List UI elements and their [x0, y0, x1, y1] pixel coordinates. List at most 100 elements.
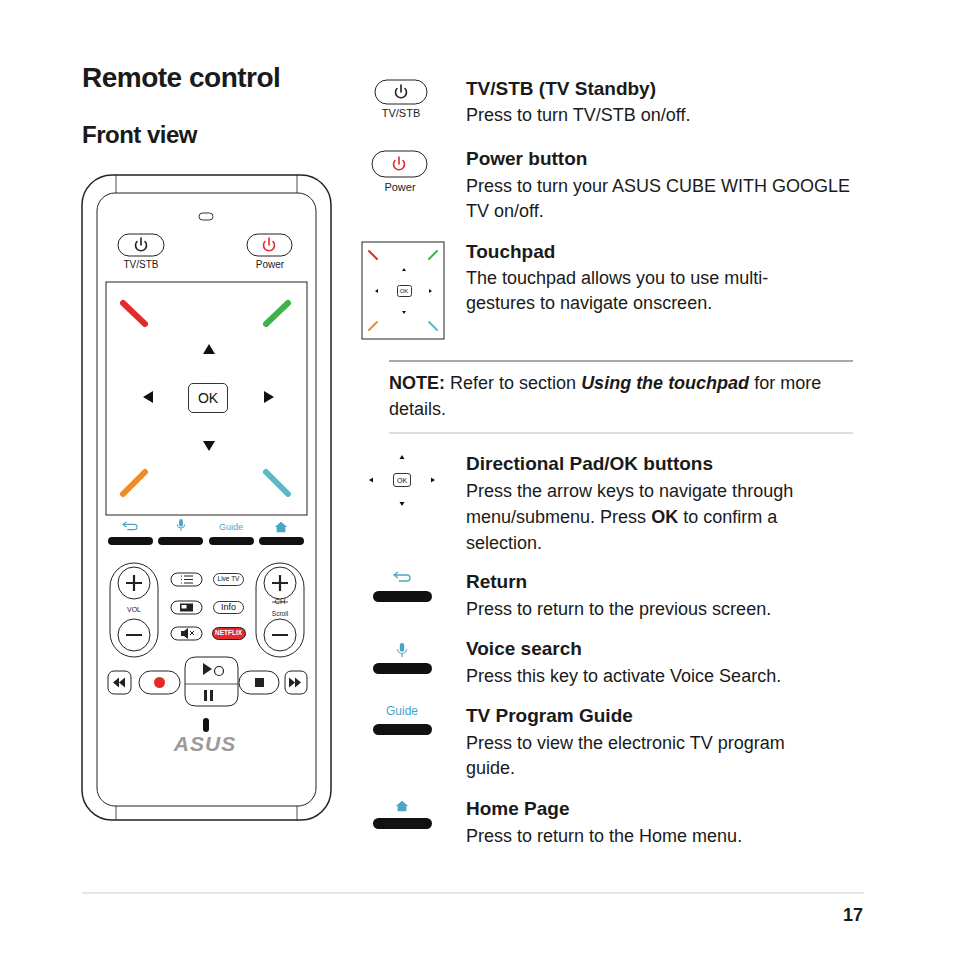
rules [82, 361, 864, 893]
legend-icons-part [375, 268, 432, 314]
label-box: TV Program Guide [466, 703, 633, 728]
label-box: Home Page [466, 796, 569, 821]
touchpad-part-part [266, 303, 288, 324]
legend-icons-part [373, 818, 432, 829]
label-box: Touchpad [466, 239, 555, 264]
rules-part [82, 893, 864, 894]
label-text: Press to turn TV/STB on/off. [466, 105, 690, 125]
nav-bars-part [275, 522, 287, 533]
nav-bars [108, 519, 304, 545]
remote-body [82, 175, 331, 820]
label-box: CH [275, 595, 286, 606]
legend-icons-part [369, 251, 437, 330]
section-heading: TV Program Guide [466, 705, 633, 726]
label-box: Press to view the electronic TV program … [466, 731, 836, 781]
label-text: Scroll [272, 610, 288, 617]
section-heading: Home Page [466, 798, 569, 819]
rules-part [389, 361, 853, 362]
playback-buttons [108, 657, 307, 732]
label-box: Press to return to the Home menu. [466, 824, 856, 849]
middle-buttons-part [190, 631, 194, 635]
nav-bars-part [177, 519, 185, 531]
top-buttons-part [136, 238, 147, 251]
label-box: TV/STB [382, 107, 421, 119]
playback-buttons-part [203, 718, 209, 732]
label-box: Press this key to activate Voice Search. [466, 664, 856, 689]
label-box: Return [466, 569, 527, 594]
touchpad-part [106, 282, 307, 515]
label-box: Directional Pad/OK buttons [466, 451, 713, 476]
label-text: CH [275, 597, 286, 606]
legend-icons-part [373, 591, 432, 602]
section-heading: Voice search [466, 638, 582, 659]
label-box: Press to turn TV/STB on/off. [466, 103, 856, 128]
touchpad-part-part [123, 303, 145, 324]
legend-icons-part-part [369, 322, 377, 330]
label-text: TV/STB [123, 259, 158, 270]
label-box: Voice search [466, 636, 582, 661]
rules-part [389, 433, 853, 434]
legend-icons-part [396, 801, 408, 812]
label-box: Press to turn your ASUS CUBE WITH GOOGLE… [466, 174, 856, 224]
label-box: Guide [219, 521, 243, 532]
rockers [110, 563, 304, 657]
legend-icons-part [372, 151, 427, 177]
touchpad-part-part [123, 472, 145, 494]
section-heading: Power button [466, 148, 587, 169]
section-heading: Directional Pad/OK buttons [466, 453, 713, 474]
middle-buttons-part [171, 573, 202, 586]
middle-buttons-part [171, 601, 202, 614]
section-heading: Touchpad [466, 241, 555, 262]
remote-key: OK [397, 285, 412, 297]
legend-icons-part [398, 643, 407, 657]
nav-bars-part [259, 537, 304, 545]
middle-buttons-part [181, 628, 188, 639]
legend-icons-part [362, 242, 444, 339]
playback-buttons-part [185, 657, 238, 706]
touchpad [106, 282, 307, 515]
touchpad-part [143, 344, 274, 451]
playback-buttons-part [239, 671, 279, 694]
label-box: Power [256, 259, 284, 270]
text-paragraph: Press the arrow keys to navigate through… [466, 478, 838, 556]
key-label: Live TV [218, 576, 240, 583]
label-text: ASUS [174, 732, 236, 755]
top-buttons-part [247, 234, 292, 256]
label-text: Press this key to activate Voice Search. [466, 666, 781, 686]
label-box: The touchpad allows you to use multi-ges… [466, 266, 836, 316]
label-box: VOL [127, 603, 141, 614]
key-label: NETFLIX [215, 630, 242, 637]
label-box: Scroll [272, 607, 288, 618]
page-title: Remote control [82, 62, 280, 94]
key-label: Info [221, 603, 236, 612]
label-text: Press to view the electronic TV program … [466, 733, 785, 778]
key-label: OK [198, 391, 218, 405]
section-heading: 17 [843, 905, 863, 925]
section-heading: TV/STB (TV Standby) [466, 78, 656, 99]
legend-icons-part [373, 663, 432, 674]
playback-buttons-part [203, 663, 212, 675]
paragraph-text: Refer to section [450, 373, 576, 393]
nav-bars-part [209, 537, 254, 545]
label-box: 17 [843, 902, 863, 928]
rockers-part [126, 575, 288, 635]
text-paragraph: NOTE:Refer to sectionUsing the touchpadf… [389, 370, 854, 422]
label-box: Power [384, 181, 415, 193]
legend-icons-part [373, 724, 432, 735]
middle-buttons [171, 573, 202, 640]
middle-buttons-part [181, 576, 193, 583]
paragraph-text: Using the touchpad [581, 373, 749, 393]
label-box: Press to return to the previous screen. [466, 597, 856, 622]
section-heading: Return [466, 571, 527, 592]
label-text: Power [384, 181, 415, 193]
label-box: TV/STB [123, 259, 158, 270]
top-buttons-part [118, 234, 164, 256]
playback-buttons-part [185, 684, 238, 685]
label-text: TV/STB [382, 107, 421, 119]
playback-buttons-part [215, 667, 224, 676]
remote-key: Live TV [213, 573, 244, 586]
label-text: Guide [219, 522, 243, 532]
top-buttons [118, 234, 292, 256]
playback-buttons-part [139, 671, 180, 694]
paragraph-text: OK [651, 507, 678, 527]
